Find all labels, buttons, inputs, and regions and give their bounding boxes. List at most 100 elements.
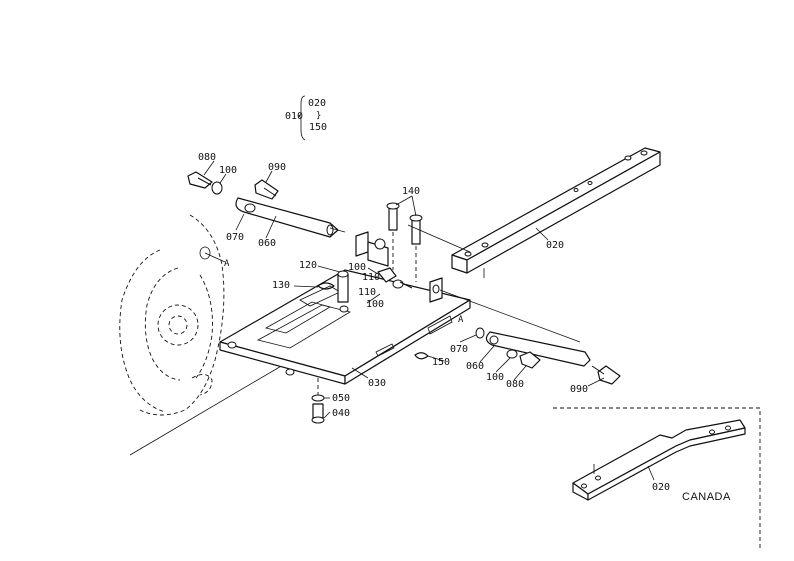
leader-060-left [265,215,277,239]
leader-120 [317,265,341,273]
washer-070-right [475,327,485,339]
bolt-080-left [187,171,223,195]
pin-120 [337,270,349,303]
bolt-080-right [519,351,541,369]
label-020-canada: 020 [652,482,670,493]
washer-100-left [211,181,223,195]
reference-legend: 010 020 } 150 [285,95,327,141]
leader-140-a [395,195,413,206]
plate-side-slot [427,315,453,335]
leader-130 [293,285,319,288]
bolt-thread [263,187,277,197]
label-040: 040 [332,408,350,419]
label-060-left: 060 [258,238,276,249]
label-090-right: 090 [570,384,588,395]
leader-150 [427,355,445,362]
hitch-point-leader [204,252,226,263]
leader-090-top [265,170,273,183]
drawbar-side [466,151,661,274]
clip-150 [414,352,429,360]
nut-cluster-110 [374,238,413,289]
plate-cutout [256,304,352,349]
inset-border-dashed [553,407,761,548]
leader-080-top [203,160,215,176]
hub-bore-dashed [168,315,188,335]
link-bar-eye-left [244,203,256,213]
bolt-head [187,171,213,189]
label-080-right: 080 [506,379,524,390]
nut-110-a [377,267,397,283]
bolt-thread-110 [399,281,413,289]
hub-center-dashed [157,304,199,346]
leader-140-b [411,195,417,217]
label-150: 150 [432,357,450,368]
leader-070-right [459,334,477,343]
pin-shaft [337,273,349,303]
pin-140-b-shaft [411,217,421,245]
washer-110-b [392,279,404,289]
label-100-top: 100 [219,165,237,176]
bolt-040-head [311,416,325,424]
plate-hole-3 [339,305,349,313]
legend-prefix: 010 [285,111,303,122]
link-bar-eye [489,335,499,345]
drawbar-hole-3 [624,155,632,161]
drawbar-hole-1 [464,251,472,257]
hub-inner-dashed [195,274,213,379]
plate-hole-1 [227,341,237,349]
pin-140-a-head [386,202,400,210]
bolt-090-left [254,179,279,200]
link-bar-body [485,331,591,367]
axle-boss-dashed [191,374,213,396]
label-070-left: 070 [226,232,244,243]
hub-ring-dashed [144,267,181,381]
drawbar-hole-4 [640,150,648,156]
leader-020-canada [647,465,655,481]
link-bar-060-right [439,289,621,385]
pin-140-a-shaft [388,205,398,231]
washer-050 [311,394,325,402]
drawbar-020 [407,147,661,278]
pins-140 [386,202,423,282]
tractor-rear-housing [119,214,226,416]
link-bar-060-left [235,197,346,238]
label-070-right: 070 [450,344,468,355]
drawbar-hole-6 [587,181,593,185]
washer-100-right [506,349,518,359]
label-110-b: 110 [358,287,376,298]
label-130: 130 [272,280,290,291]
label-050: 050 [332,393,350,404]
link-guide-line [439,289,581,343]
canada-hole-3 [709,429,715,435]
leader-070-left [235,213,245,231]
plate-right-edge [344,299,471,385]
plate-side-slot-2 [375,343,395,357]
link-bar-eye-right [326,224,334,236]
label-080-top: 080 [198,152,216,163]
label-090-top: 090 [268,162,286,173]
leader-030 [351,367,369,379]
canada-hole-2 [595,475,601,481]
leader-020 [535,227,549,241]
label-100-mid: 100 [348,262,366,273]
bolt-040-shank [312,403,324,419]
link-bar-guide [329,227,346,233]
hitch-point-boss [199,246,211,260]
leader-040 [323,411,331,419]
label-060-right: 060 [466,361,484,372]
upright-hole-right [432,284,440,294]
legend-brace [297,95,306,141]
leader-100-right [495,357,511,373]
marker-a-right: A [458,315,464,325]
canada-hole-1 [581,483,587,489]
part-labels: 080 100 090 070 060 140 020 A 120 130 10… [198,152,731,503]
label-100-right: 100 [486,372,504,383]
label-140: 140 [402,186,420,197]
leader-lines [203,160,655,481]
label-020-main: 020 [546,240,564,251]
leader-060-right [479,345,495,363]
legend-range-mid: } [316,111,321,121]
upright-bracket-left [355,231,369,257]
